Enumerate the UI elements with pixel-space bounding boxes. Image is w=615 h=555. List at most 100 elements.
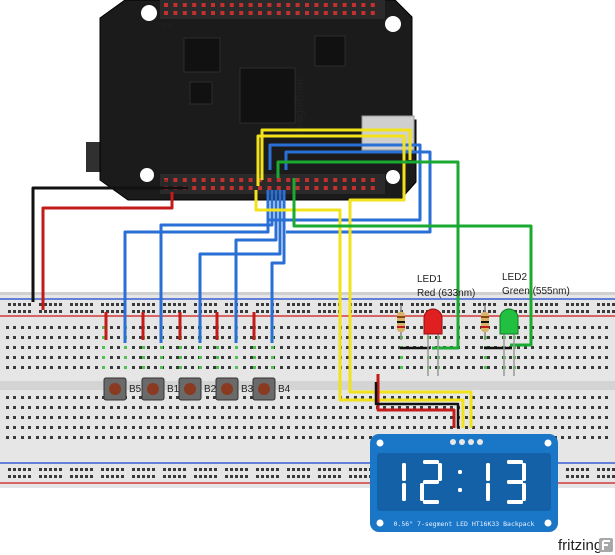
breadboard-hole — [317, 356, 320, 359]
breadboard-hole — [221, 406, 224, 409]
breadboard-hole — [44, 303, 47, 306]
breadboard-hole — [465, 336, 468, 339]
breadboard-hole — [221, 356, 224, 359]
breadboard-hole — [178, 475, 181, 478]
breadboard-hole — [70, 468, 73, 471]
breadboard-hole — [586, 310, 589, 313]
breadboard-hole — [65, 326, 68, 329]
breadboard-hole — [36, 406, 39, 409]
breadboard-hole — [302, 303, 305, 306]
watermark-text: fritzing — [558, 537, 602, 554]
breadboard-hole — [561, 366, 564, 369]
button-b1-label: B1 — [167, 384, 180, 395]
breadboard-hole — [85, 468, 88, 471]
breadboard-hole — [139, 416, 142, 419]
mount-hole — [385, 16, 401, 32]
breadboard-hole — [110, 326, 113, 329]
breadboard-hole — [43, 356, 46, 359]
breadboard-hole — [28, 310, 31, 313]
breadboard-hole — [287, 310, 290, 313]
breadboard-hole — [324, 436, 327, 439]
breadboard-hole — [184, 326, 187, 329]
header-pin — [239, 11, 244, 15]
breadboard-hole — [49, 468, 52, 471]
header-pin — [267, 3, 272, 7]
breadboard-hole — [198, 426, 201, 429]
display-segment — [522, 463, 526, 481]
breadboard-hole — [139, 326, 142, 329]
breadboard-hole — [43, 346, 46, 349]
breadboard-hole — [287, 436, 290, 439]
breadboard-hole — [70, 475, 73, 478]
breadboard-hole — [95, 406, 98, 409]
breadboard-hole — [160, 366, 163, 369]
breadboard-hole — [576, 475, 579, 478]
button-b4[interactable]: B4 — [252, 377, 291, 401]
breadboard-hole — [23, 468, 26, 471]
breadboard-hole — [272, 416, 275, 419]
led1-name: LED1 — [417, 274, 442, 285]
button-b3[interactable]: B3 — [215, 377, 254, 401]
header-pin — [248, 3, 253, 7]
breadboard-hole — [550, 310, 553, 313]
header-pin — [352, 3, 356, 7]
breadboard-hole — [95, 326, 98, 329]
breadboard-hole — [494, 366, 497, 369]
breadboard-hole — [487, 396, 490, 399]
breadboard-hole — [561, 436, 564, 439]
button-b2[interactable]: B2 — [178, 377, 217, 401]
breadboard-hole — [147, 336, 150, 339]
breadboard-hole — [95, 426, 98, 429]
breadboard-hole — [568, 366, 571, 369]
header-pin — [305, 11, 309, 15]
breadboard-hole — [6, 356, 9, 359]
breadboard-hole — [332, 396, 335, 399]
breadboard-hole — [266, 468, 269, 471]
header-pin — [173, 3, 178, 7]
breadboard-hole — [517, 406, 520, 409]
breadboard-hole — [49, 475, 52, 478]
breadboard-hole — [80, 468, 83, 471]
header-p9-label: P9 — [163, 180, 172, 187]
header-pin — [239, 186, 244, 190]
breadboard-hole — [364, 475, 367, 478]
breadboard-hole — [487, 366, 490, 369]
breadboard-hole — [28, 436, 31, 439]
breadboard-hole — [230, 303, 233, 306]
breadboard-hole — [287, 356, 290, 359]
breadboard-hole — [420, 326, 423, 329]
breadboard-hole — [376, 356, 379, 359]
breadboard-hole — [540, 303, 543, 306]
breadboard-hole — [420, 366, 423, 369]
breadboard-hole — [287, 426, 290, 429]
breadboard-hole — [465, 396, 468, 399]
breadboard-hole — [13, 468, 16, 471]
breadboard-hole — [546, 326, 549, 329]
breadboard-hole — [435, 336, 438, 339]
breadboard-hole — [117, 336, 120, 339]
breadboard-hole — [58, 436, 61, 439]
header-pin — [305, 3, 309, 7]
breadboard-hole — [413, 426, 416, 429]
breadboard-hole — [163, 475, 166, 478]
breadboard-hole — [524, 336, 527, 339]
breadboard-hole — [214, 303, 217, 306]
breadboard-hole — [49, 310, 52, 313]
breadboard-hole — [250, 426, 253, 429]
breadboard-hole — [147, 475, 150, 478]
breadboard-hole — [147, 303, 150, 306]
breadboard-hole — [36, 336, 39, 339]
breadboard-hole — [524, 426, 527, 429]
button-b5[interactable]: B5 — [103, 377, 142, 401]
breadboard-hole — [323, 475, 326, 478]
breadboard-hole — [369, 416, 372, 419]
breadboard-hole — [161, 406, 164, 409]
breadboard-hole — [28, 303, 31, 306]
breadboard-hole — [235, 468, 238, 471]
breadboard-hole — [276, 303, 279, 306]
breadboard-hole — [258, 326, 261, 329]
breadboard-hole — [295, 416, 298, 419]
led1: LED1 Red (633nm) — [417, 274, 475, 376]
button-b1[interactable]: B1 — [141, 377, 180, 401]
breadboard-hole — [221, 326, 224, 329]
